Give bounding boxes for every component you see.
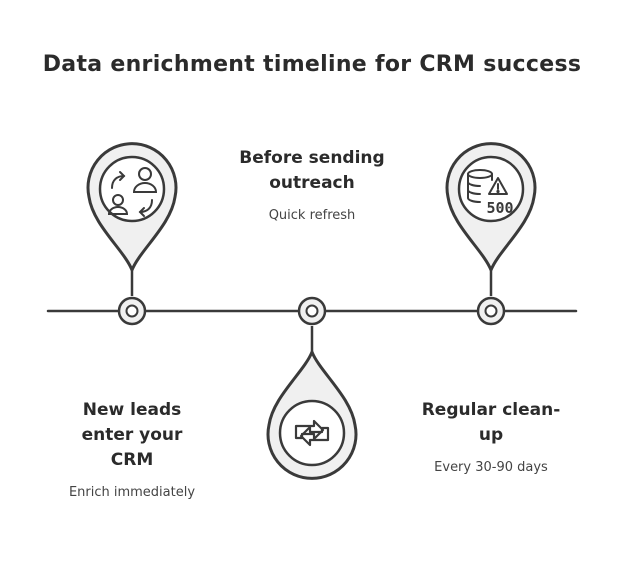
timeline-node-2 (297, 296, 327, 326)
stage-1-note: Enrich immediately (68, 485, 196, 500)
pin-before-outreach (266, 326, 358, 480)
stage-3-heading-line: Regular clean- (421, 400, 561, 420)
timeline-node-1 (117, 296, 147, 326)
pin-new-leads (86, 142, 178, 296)
diagram-title: Data enrichment timeline for CRM success (42, 52, 582, 77)
stage-3-heading-line: up (478, 425, 504, 445)
database-warning-icon: 500 (467, 169, 514, 217)
stage-2-heading: Before sending outreach (210, 146, 414, 196)
pin-regular-cleanup: 500 (445, 142, 537, 296)
stage-3-heading: Regular clean- up (400, 398, 582, 448)
refresh-arrows-icon (294, 419, 330, 447)
stage-1-heading-line: enter your (81, 425, 183, 445)
icon-label: 500 (486, 199, 513, 217)
stage-1-heading-line: CRM (110, 450, 154, 470)
stage-2-heading-line: Before sending (239, 148, 385, 168)
stage-2-heading-line: outreach (269, 173, 355, 193)
stage-1-heading: New leads enter your CRM (44, 398, 220, 473)
user-sync-icon (107, 167, 158, 217)
stage-1-heading-line: New leads (82, 400, 182, 420)
stage-2-note: Quick refresh (268, 208, 356, 223)
stage-3-note: Every 30-90 days (434, 460, 548, 475)
timeline-node-3 (476, 296, 506, 326)
